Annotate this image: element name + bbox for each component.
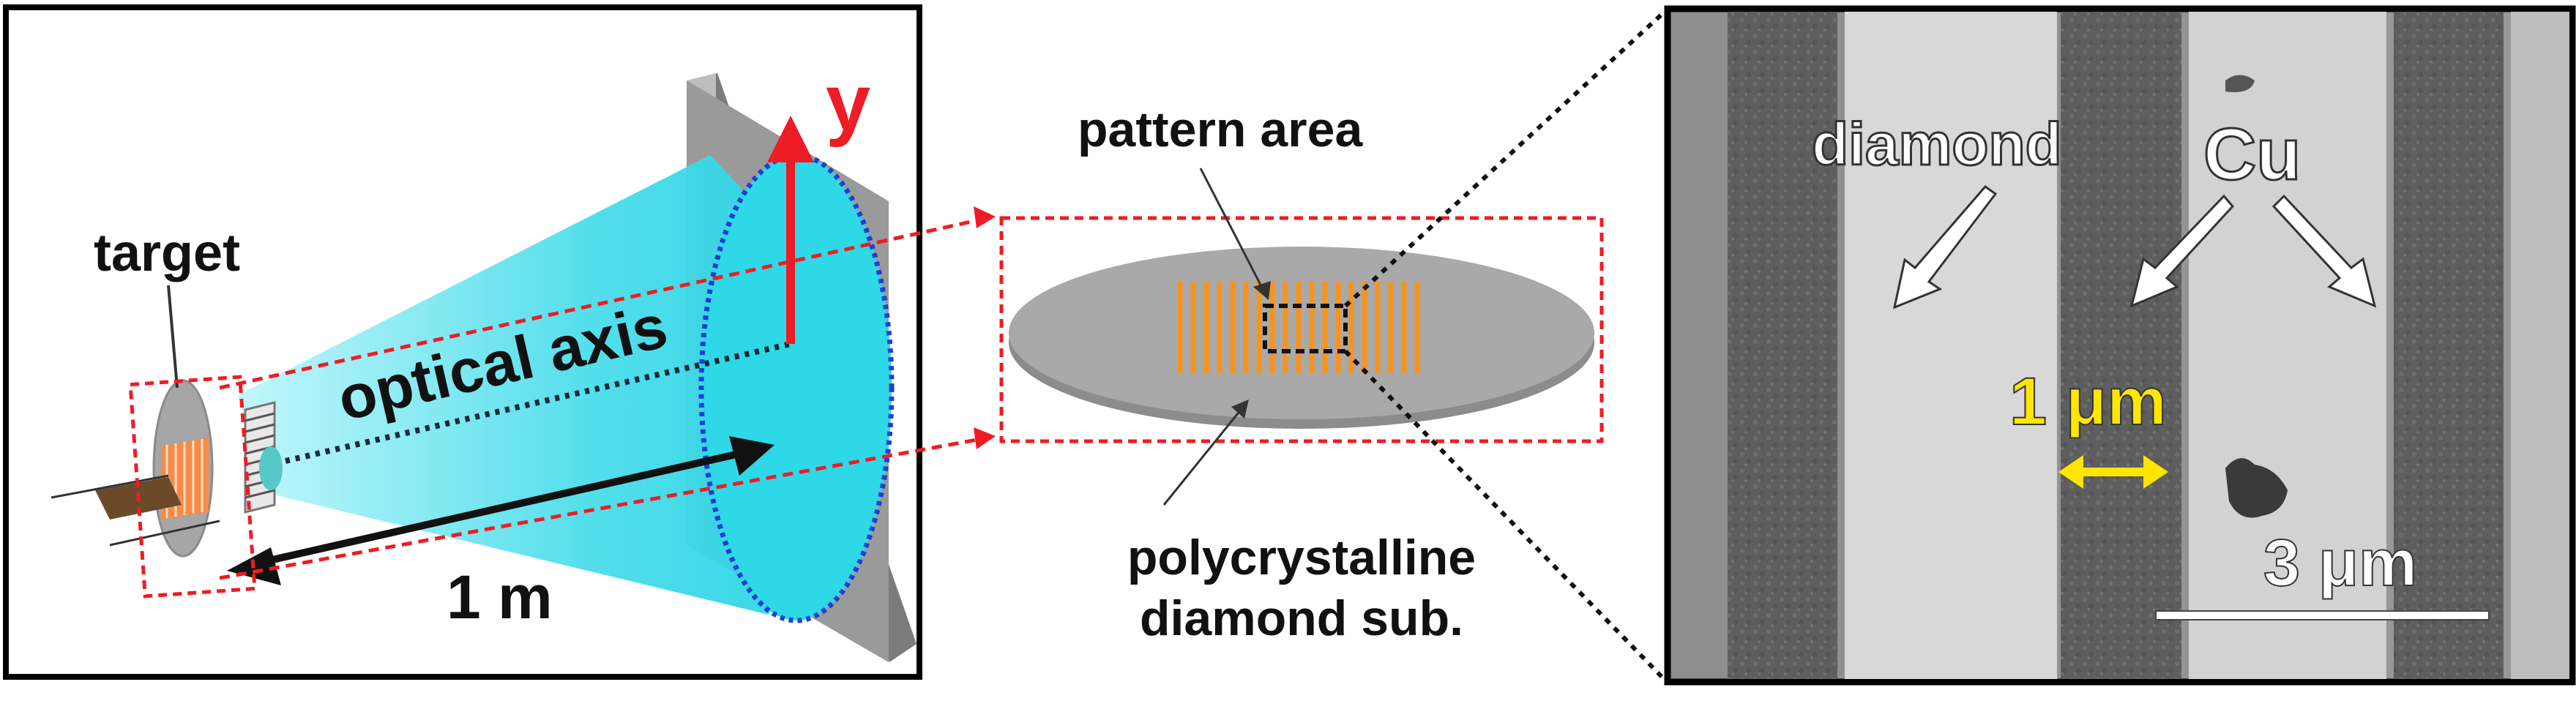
sem-defect-spot-small bbox=[2225, 75, 2255, 92]
width-arrow-head-left bbox=[2058, 455, 2083, 489]
distance-arrow-head-right bbox=[729, 436, 774, 476]
cu-arrow-right bbox=[2271, 194, 2377, 308]
wire-bottom bbox=[109, 520, 220, 547]
y-axis-label: y bbox=[826, 58, 870, 148]
sem-zoom-line-bottom bbox=[1343, 349, 1668, 683]
zoom-line-top bbox=[219, 217, 982, 390]
cu-stripe-2 bbox=[2061, 12, 2181, 679]
distance-arrow-shaft bbox=[255, 450, 741, 567]
left-panel: y target optical axis 1 m bbox=[3, 4, 922, 680]
zoom-line-bottom bbox=[219, 437, 982, 580]
sem-panel: diamond Cu 1 μm 3 μm bbox=[1664, 5, 2576, 686]
sem-defect-spot bbox=[2225, 458, 2288, 518]
target-pointer bbox=[167, 285, 179, 389]
diamond-stripe-2 bbox=[2189, 12, 2386, 679]
diamond-label: diamond bbox=[1812, 111, 2062, 178]
grating-spot bbox=[259, 446, 283, 490]
width-arrow-head-right bbox=[2143, 455, 2168, 489]
scale-label: 3 μm bbox=[2263, 527, 2417, 600]
pattern-pointer-head bbox=[1253, 281, 1271, 300]
substrate-pointer-head bbox=[1231, 400, 1249, 419]
target-label: target bbox=[94, 224, 240, 282]
pattern-area-label: pattern area bbox=[1078, 102, 1363, 157]
substrate-disc bbox=[1009, 247, 1594, 419]
diamond-stripe-3 bbox=[2511, 12, 2569, 679]
pattern-pointer bbox=[1199, 168, 1264, 290]
substrate-label-line2: diamond sub. bbox=[1140, 590, 1463, 646]
distance-label: 1 m bbox=[447, 563, 553, 631]
beam-spot bbox=[698, 152, 895, 623]
target-zoom-box bbox=[128, 375, 257, 599]
substrate-pointer bbox=[1162, 409, 1242, 506]
width-label: 1 μm bbox=[2009, 364, 2167, 439]
sem-zoom-line-top bbox=[1343, 9, 1668, 308]
zoom-line-top-head bbox=[974, 206, 996, 228]
substrate-label-line1: polycrystalline bbox=[1127, 530, 1476, 585]
cu-stripe-1 bbox=[1728, 12, 1837, 679]
sem-region-box bbox=[1263, 304, 1348, 353]
middle-panel: pattern area polycrystalline diamond sub… bbox=[999, 102, 1604, 646]
diamond-arrow bbox=[1892, 184, 1998, 310]
cu-stripe-3 bbox=[2394, 12, 2504, 679]
cu-label: Cu bbox=[2203, 113, 2301, 195]
diamond-stripe-1 bbox=[1845, 12, 2057, 679]
scale-bar bbox=[2155, 610, 2490, 620]
substrate-zoom-box bbox=[999, 216, 1604, 443]
optical-axis-line bbox=[285, 341, 791, 464]
zoom-line-bottom-head bbox=[974, 427, 996, 449]
sem-arrows bbox=[1892, 184, 2377, 310]
pattern-stripes bbox=[1177, 282, 1420, 373]
wire-top bbox=[51, 474, 169, 499]
y-arrow-head bbox=[767, 116, 814, 162]
cu-arrow-left bbox=[2129, 194, 2235, 308]
